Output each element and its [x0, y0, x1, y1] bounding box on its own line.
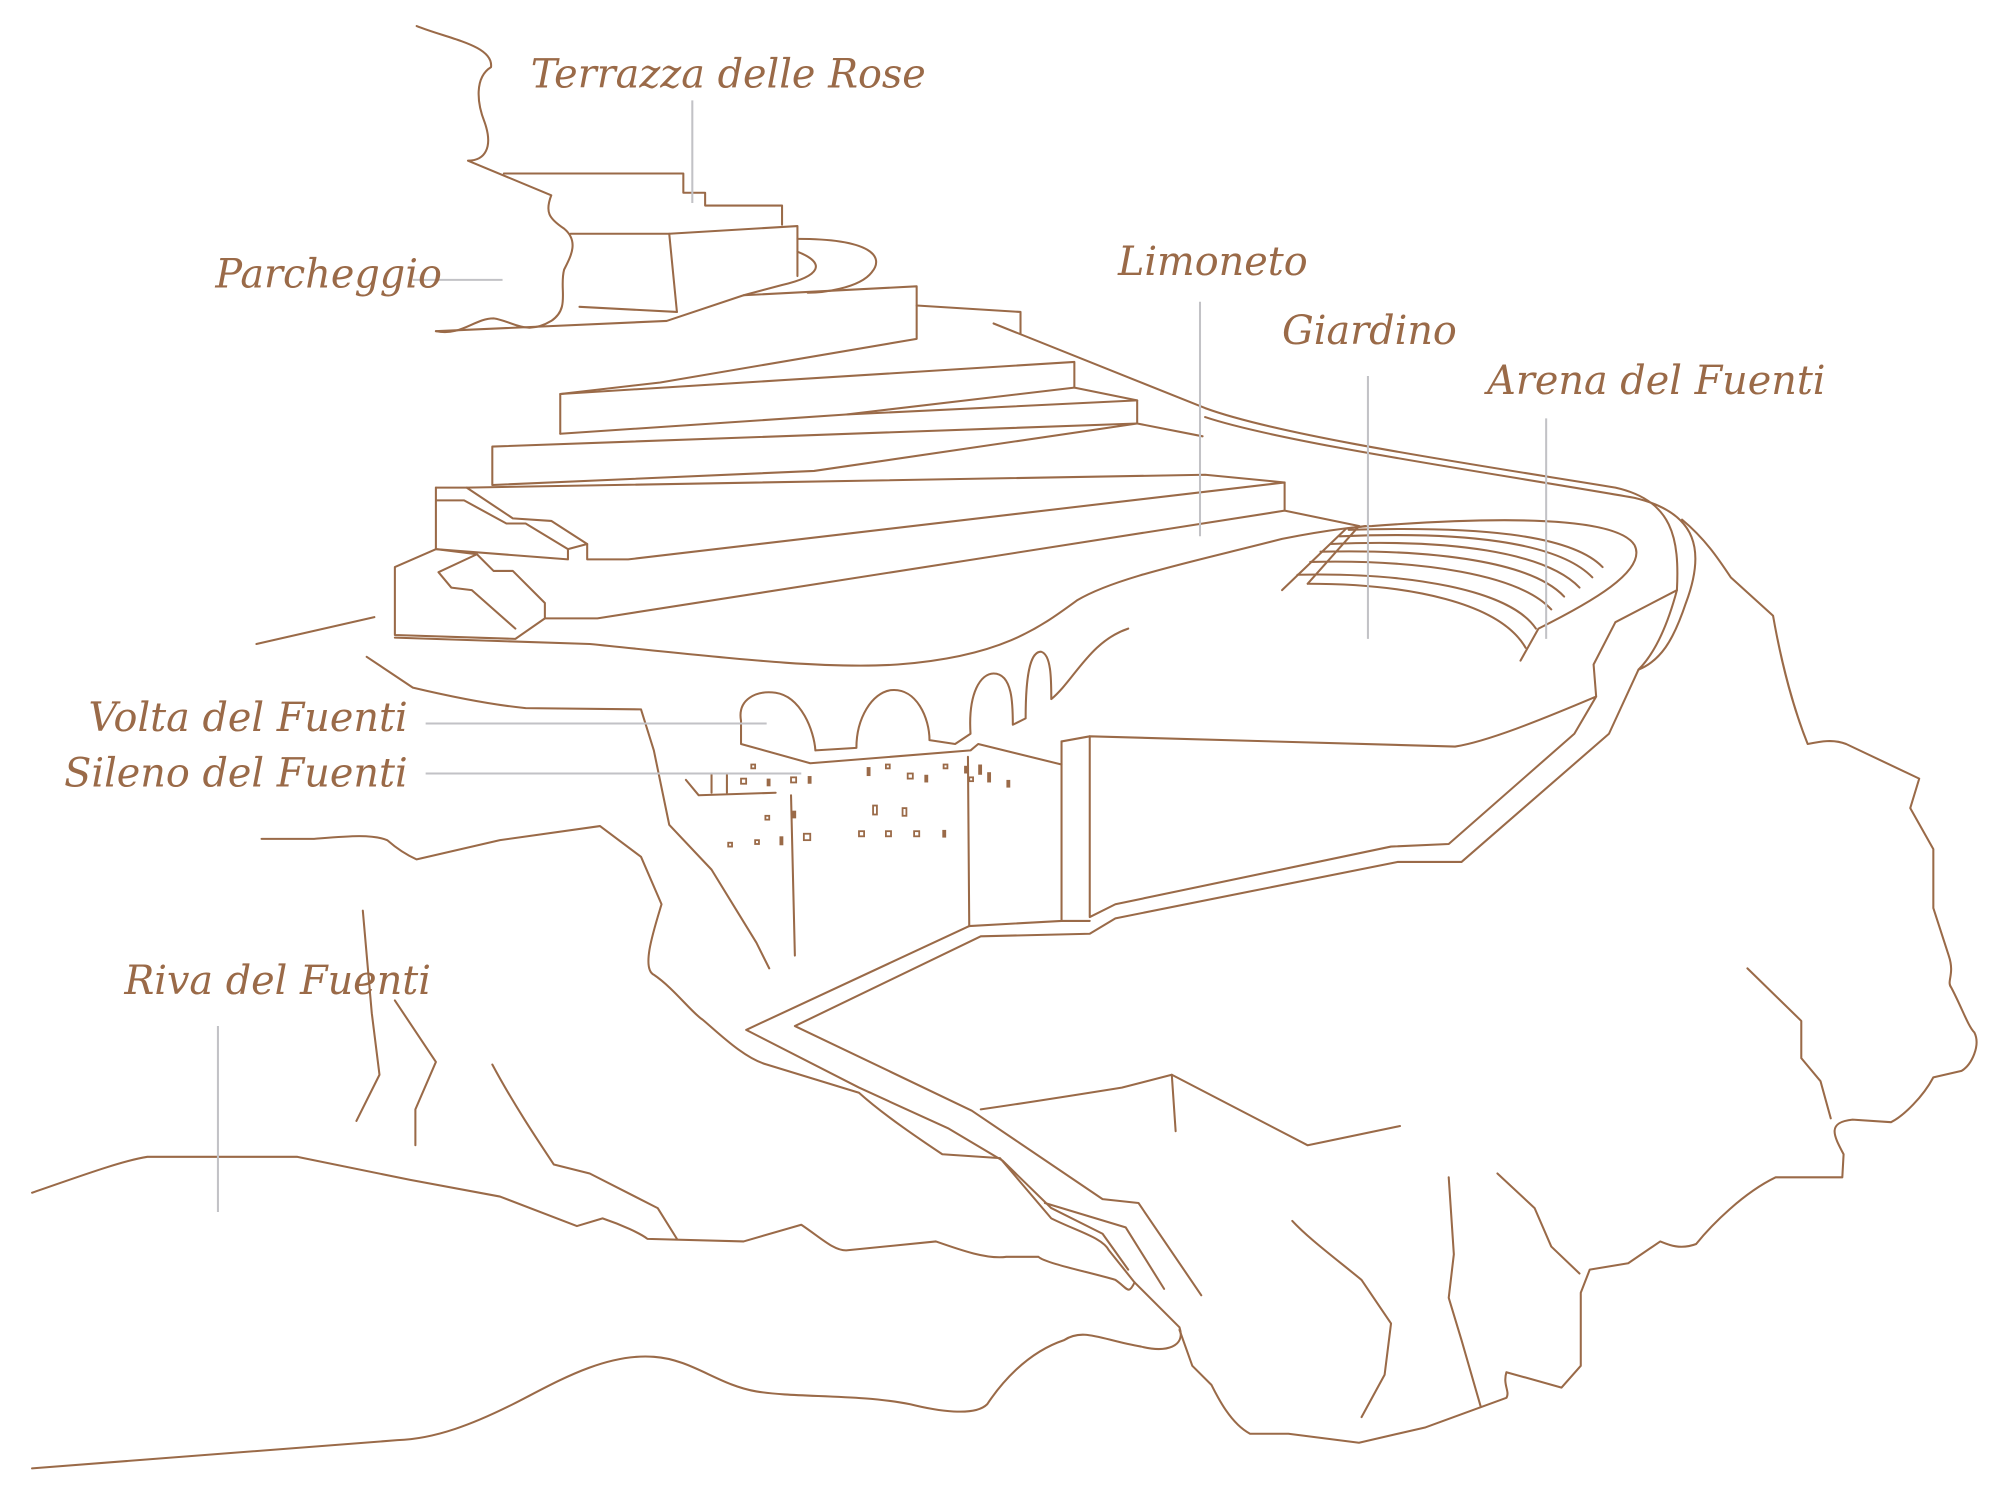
label-limoneto[interactable]: Limoneto — [1117, 239, 1308, 285]
labels: Terrazza delle Rose Parcheggio Limoneto … — [64, 52, 1825, 1004]
leader-lines — [216, 100, 1548, 1212]
label-terrazza-delle-rose[interactable]: Terrazza delle Rose — [531, 52, 926, 98]
label-giardino[interactable]: Giardino — [1282, 308, 1457, 354]
label-arena-del-fuenti[interactable]: Arena del Fuenti — [1483, 358, 1825, 404]
label-volta-del-fuenti[interactable]: Volta del Fuenti — [88, 695, 407, 741]
terraces-and-building — [255, 25, 1697, 1297]
label-riva-del-fuenti[interactable]: Riva del Fuenti — [123, 958, 431, 1004]
cliffs-and-coastline — [31, 518, 1978, 1470]
label-sileno-del-fuenti[interactable]: Sileno del Fuenti — [64, 750, 408, 796]
label-parcheggio[interactable]: Parcheggio — [214, 252, 442, 298]
windows — [727, 763, 1011, 848]
